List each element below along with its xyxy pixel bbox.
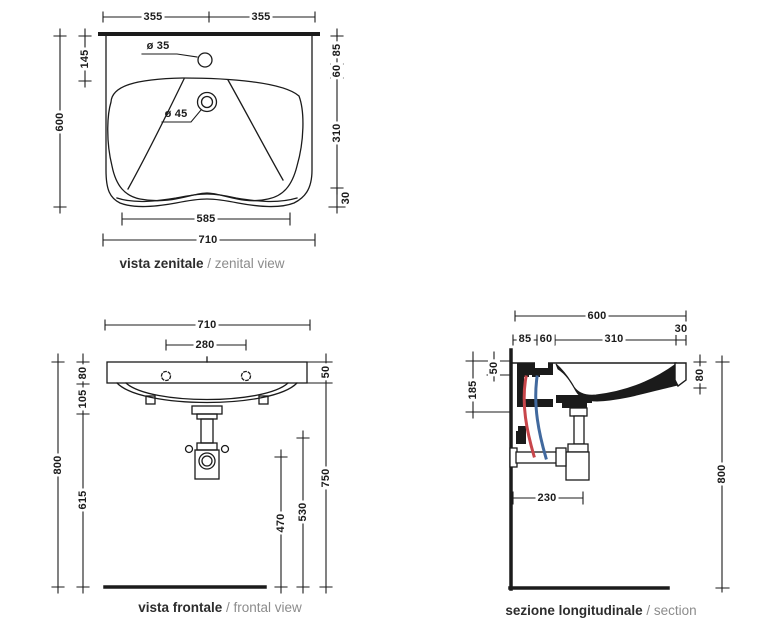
dim-105: 105 xyxy=(76,387,90,411)
dim-600-section: 600 xyxy=(585,309,609,323)
dim-800-section: 800 xyxy=(715,462,729,486)
front-lip-line xyxy=(116,193,298,203)
frontal-view-caption: vista frontale / frontal view xyxy=(138,600,302,616)
zenital-dimension-lines xyxy=(53,11,346,247)
section-dimension-lines xyxy=(465,310,730,593)
faucet-hole-leader xyxy=(141,53,198,58)
caption-secondary: / zenital view xyxy=(207,256,285,271)
dim-60-section: 60 xyxy=(537,332,555,346)
hot-hose-connector xyxy=(521,371,529,377)
dim-80-frontal: 80 xyxy=(76,364,90,382)
bottle-trap-section xyxy=(509,407,590,481)
bowl-underside-inner xyxy=(125,382,289,401)
section-view-caption: sezione longitudinale / section xyxy=(505,603,696,619)
dim-faucet-diameter: ø 35 xyxy=(146,39,170,52)
faucet-hole xyxy=(197,52,213,68)
zenital-view-drawing xyxy=(53,11,346,247)
dim-50-frontal: 50 xyxy=(319,363,333,381)
dim-600-zenital: 600 xyxy=(53,110,67,134)
dim-355-right: 355 xyxy=(249,10,273,24)
dim-470: 470 xyxy=(274,511,288,535)
wall-bracket-left xyxy=(145,395,156,405)
dim-280: 280 xyxy=(193,338,217,352)
dim-185: 185 xyxy=(466,378,480,402)
shutoff-valve xyxy=(516,426,526,444)
dim-50-section: 50 xyxy=(487,359,501,377)
dim-60-zenital: 60 xyxy=(330,62,344,80)
dim-85-section: 85 xyxy=(516,332,534,346)
dim-710-frontal: 710 xyxy=(195,318,219,332)
cold-hose-connector xyxy=(532,371,540,377)
caption-primary: vista zenitale xyxy=(119,256,204,271)
wall-bracket-right xyxy=(258,395,269,405)
zenital-view-caption: vista zenitale / zenital view xyxy=(119,256,284,272)
dim-30-zenital: 30 xyxy=(339,189,353,207)
dim-530: 530 xyxy=(296,500,310,524)
caption-primary: sezione longitudinale xyxy=(505,603,643,618)
section-view-drawing xyxy=(465,310,730,593)
dim-145: 145 xyxy=(78,47,92,71)
bowl-outline xyxy=(107,77,304,202)
fixing-hole-right xyxy=(240,370,252,382)
dim-85-zenital: 85 xyxy=(330,41,344,59)
frontal-dimension-lines xyxy=(51,319,333,594)
bowl-slope-left xyxy=(127,78,185,190)
caption-secondary: / section xyxy=(646,603,697,618)
ceramic-section-bowl xyxy=(555,363,679,402)
basin-front-edge xyxy=(674,362,687,388)
dim-800-frontal: 800 xyxy=(51,453,65,477)
fixing-hole-left xyxy=(160,370,172,382)
hot-water-hose xyxy=(522,375,536,458)
frontal-view-drawing xyxy=(51,319,333,594)
dim-750: 750 xyxy=(319,466,333,490)
basin-front-body xyxy=(106,361,308,384)
bottle-trap-front xyxy=(184,405,230,480)
dim-355-left: 355 xyxy=(141,10,165,24)
dim-230: 230 xyxy=(535,491,559,505)
dim-585: 585 xyxy=(194,212,218,226)
dim-30-section: 30 xyxy=(672,322,690,336)
caption-secondary: / frontal view xyxy=(226,600,302,615)
dim-310-zenital: 310 xyxy=(330,121,344,145)
basin-outline xyxy=(105,35,313,208)
dim-80-section: 80 xyxy=(693,366,707,384)
dim-615: 615 xyxy=(76,488,90,512)
drain-hole-inner xyxy=(200,95,214,109)
bowl-underside-outer xyxy=(116,382,298,404)
cold-water-hose xyxy=(534,375,548,460)
dim-drain-diameter: ø 45 xyxy=(164,107,188,120)
drain-assembly xyxy=(556,395,592,408)
caption-primary: vista frontale xyxy=(138,600,223,615)
dim-710-zenital: 710 xyxy=(196,233,220,247)
dim-310-section: 310 xyxy=(602,332,626,346)
bowl-slope-right xyxy=(227,79,284,181)
drain-hole-outer xyxy=(196,91,218,113)
drain-leader xyxy=(161,109,202,123)
